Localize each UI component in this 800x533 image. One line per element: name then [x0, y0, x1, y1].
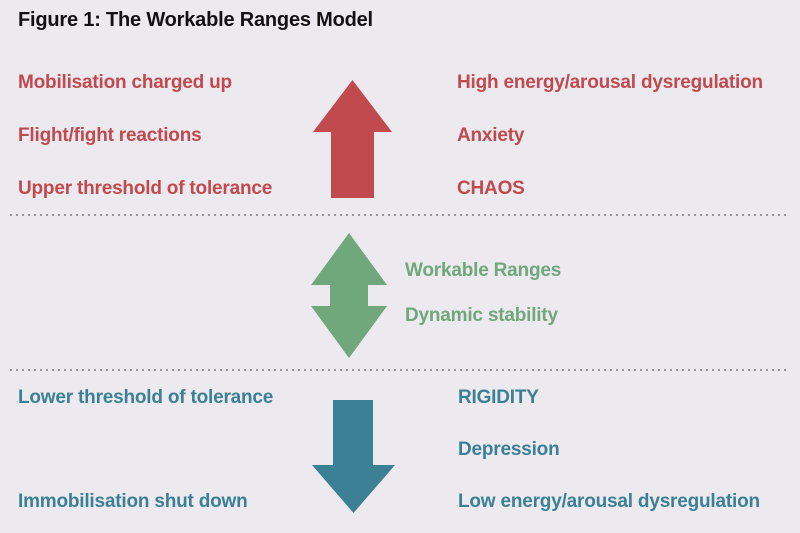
up-arrow-icon [313, 80, 392, 198]
workable-label-dynamic-stability: Dynamic stability [405, 305, 558, 326]
hyperarousal-left-label-mobilisation: Mobilisation charged up [18, 72, 232, 93]
hyperarousal-left-label-upper-threshold: Upper threshold of tolerance [18, 178, 273, 199]
hyperarousal-right-label-anxiety: Anxiety [457, 125, 525, 146]
up-down-arrow-icon [311, 233, 387, 358]
workable-label-workable-ranges: Workable Ranges [405, 260, 562, 281]
hypoarousal-right-label-low-energy: Low energy/arousal dysregulation [458, 491, 760, 512]
hypoarousal-left-label-immobilisation: Immobilisation shut down [18, 491, 248, 512]
hyperarousal-left-label-flight-fight: Flight/fight reactions [18, 125, 202, 146]
hyperarousal-right-label-chaos: CHAOS [457, 178, 525, 199]
hyperarousal-right-label-high-energy: High energy/arousal dysregulation [457, 72, 763, 93]
hypoarousal-left-label-lower-threshold: Lower threshold of tolerance [18, 387, 274, 408]
upper-dotted-divider [10, 214, 790, 216]
down-arrow-icon [312, 400, 395, 513]
figure-title: Figure 1: The Workable Ranges Model [18, 9, 373, 31]
hypoarousal-right-label-depression: Depression [458, 439, 560, 460]
lower-dotted-divider [10, 369, 790, 371]
hypoarousal-right-label-rigidity: RIGIDITY [458, 387, 539, 408]
